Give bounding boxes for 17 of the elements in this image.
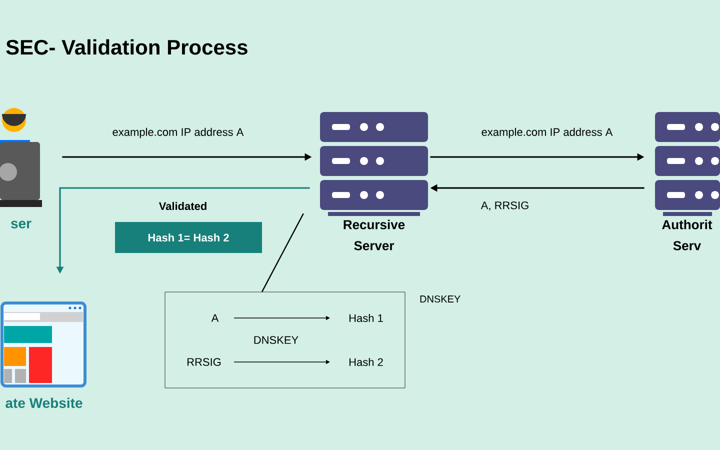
edge-label: example.com IP address A — [480, 126, 614, 140]
connector-line — [261, 213, 304, 292]
record-text: RRSIG — [188, 358, 221, 366]
key-label: DNSKEY — [254, 336, 298, 344]
website-label: ate Website — [6, 398, 82, 408]
user-label: ser — [10, 220, 32, 228]
title: SEC- Validation Process — [6, 39, 248, 55]
status-text: Validated — [158, 202, 206, 210]
server-label: Recursive Server — [344, 220, 405, 250]
key-caption: DNSKEY — [420, 295, 460, 303]
edge-label: example.com IP address A — [111, 126, 245, 140]
record-text: Hash 2 — [350, 358, 383, 366]
record-text: A — [211, 314, 219, 322]
server-label: Authorit Serv — [662, 220, 712, 250]
key-box — [164, 292, 406, 388]
record-text: Hash 1 — [350, 314, 383, 322]
result-box: Hash 1= Hash 2 — [115, 222, 262, 253]
